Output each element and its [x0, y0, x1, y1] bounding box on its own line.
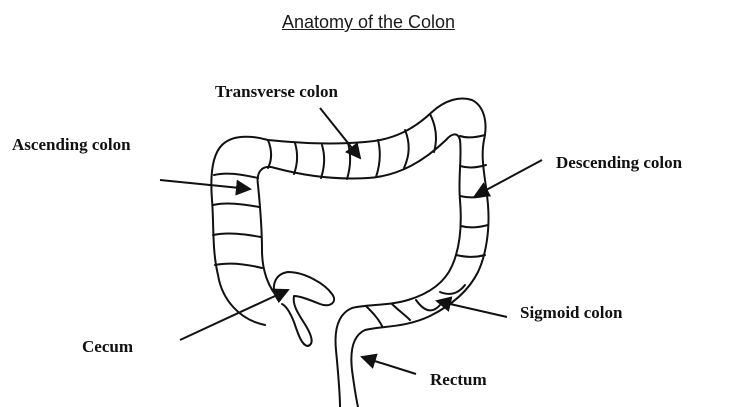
appendix-shape	[274, 272, 334, 346]
label-transverse-colon: Transverse colon	[215, 82, 338, 101]
label-cecum: Cecum	[82, 337, 133, 356]
cecum-arrow	[180, 290, 288, 340]
label-rectum: Rectum	[430, 370, 487, 389]
label-sigmoid-colon: Sigmoid colon	[520, 303, 623, 322]
transverse-arrow	[320, 108, 360, 158]
arrows	[160, 108, 542, 374]
rectum-arrow	[362, 357, 416, 374]
colon-inner-wall	[258, 134, 461, 407]
label-ascending-colon: Ascending colon	[12, 135, 131, 154]
label-descending-colon: Descending colon	[556, 153, 683, 172]
ascending-arrow	[160, 180, 250, 189]
sigmoid-arrow	[437, 301, 507, 317]
